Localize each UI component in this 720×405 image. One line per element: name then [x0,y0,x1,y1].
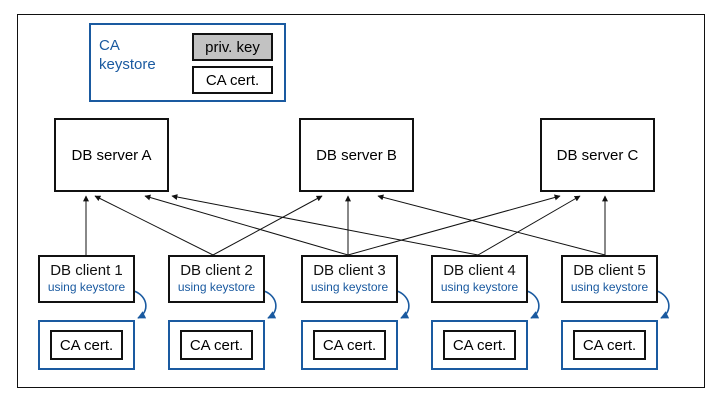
diagram-frame [17,14,705,388]
db-client-5: DB client 5 using keystore [561,255,658,303]
client-keystore-note: using keystore [440,280,519,294]
db-client-3: DB client 3 using keystore [301,255,398,303]
db-server-c: DB server C [540,118,655,192]
client-4-truststore: CA cert. [431,320,528,370]
ca-certificate-box: CA cert. [50,330,123,360]
ca-certificate-box: CA cert. [443,330,516,360]
ca-keystore-label-line1: CA [99,37,120,54]
client-label: DB client 1 [50,262,123,279]
ca-certificate-box: CA cert. [180,330,253,360]
client-keystore-note: using keystore [177,280,256,294]
client-keystore-note: using keystore [310,280,389,294]
ca-certificate-box: CA cert. [313,330,386,360]
db-server-a: DB server A [54,118,169,192]
client-1-truststore: CA cert. [38,320,135,370]
db-client-4: DB client 4 using keystore [431,255,528,303]
client-3-truststore: CA cert. [301,320,398,370]
client-label: DB client 4 [443,262,516,279]
private-key-box: priv. key [192,33,273,61]
ca-certificate-box: CA cert. [192,66,273,94]
client-keystore-note: using keystore [47,280,126,294]
db-server-b: DB server B [299,118,414,192]
client-label: DB client 5 [573,262,646,279]
client-label: DB client 2 [180,262,253,279]
ca-keystore-label-line2: keystore [99,56,156,73]
client-5-truststore: CA cert. [561,320,658,370]
db-client-1: DB client 1 using keystore [38,255,135,303]
client-keystore-note: using keystore [570,280,649,294]
client-label: DB client 3 [313,262,386,279]
client-2-truststore: CA cert. [168,320,265,370]
ca-certificate-box: CA cert. [573,330,646,360]
ca-keystore-label: CA keystore [99,36,156,74]
db-client-2: DB client 2 using keystore [168,255,265,303]
ca-keystore: CA keystore priv. key CA cert. [89,23,286,102]
